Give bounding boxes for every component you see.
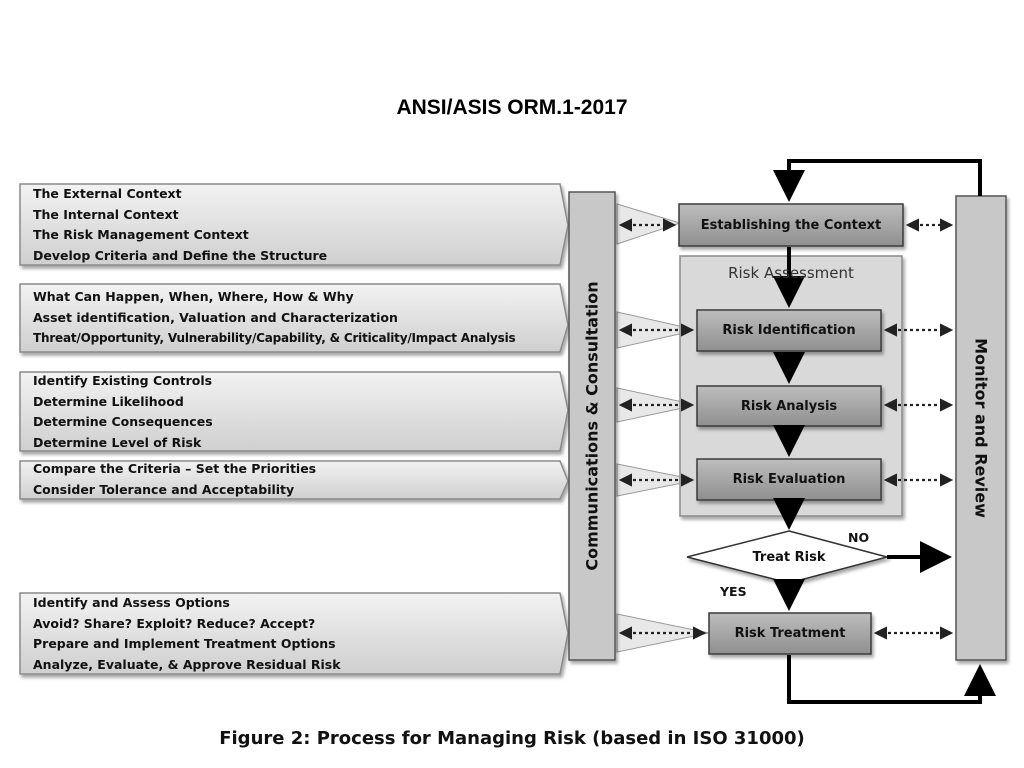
context-line: Compare the Criteria – Set the Prioritie… (33, 461, 317, 476)
risk-identification-box (696, 309, 882, 352)
risk-identification-label: Risk Identification (722, 323, 856, 338)
context-group-2: What Can Happen, When, Where, How & Why … (33, 287, 516, 349)
context-shape-2 (19, 283, 569, 353)
context-group-1: The External Context The Internal Contex… (33, 184, 327, 266)
context-line: Identify and Assess Options (33, 595, 230, 610)
risk-treatment-box (708, 612, 872, 655)
monitor-bar (955, 195, 1007, 661)
establishing-context-label: Establishing the Context (700, 217, 882, 233)
decision-yes-label: YES (720, 584, 747, 599)
risk-analysis-label: Risk Analysis (740, 398, 838, 414)
context-group-3: Identify Existing Controls Determine Lik… (33, 371, 213, 453)
context-line: Consider Tolerance and Acceptability (33, 481, 295, 497)
dotted-links (618, 218, 954, 640)
context-line: Asset identification, Valuation and Char… (33, 309, 398, 325)
treat-risk-label: Treat Risk (752, 549, 826, 565)
flow-arrows (773, 159, 996, 704)
risk-treatment-label: Risk Treatment (734, 626, 846, 641)
context-shape-1 (19, 183, 569, 266)
context-line: Determine Likelihood (33, 393, 184, 409)
communications-label: Communications & Consultation (582, 281, 602, 571)
context-line: Determine Consequences (33, 414, 213, 429)
context-line: Analyze, Evaluate, & Approve Residual Ri… (33, 656, 341, 672)
risk-analysis-box (696, 385, 882, 427)
context-shape-5 (19, 592, 569, 675)
context-line: The External Context (33, 186, 182, 201)
context-line: The Risk Management Context (33, 227, 249, 242)
context-line: Identify Existing Controls (33, 373, 213, 388)
context-line: What Can Happen, When, Where, How & Why (33, 289, 354, 304)
risk-evaluation-label: Risk Evaluation (732, 472, 846, 487)
monitor-label: Monitor and Review (971, 338, 991, 518)
context-line: Determine Level of Risk (33, 434, 202, 450)
context-line: Prepare and Implement Treatment Options (33, 636, 336, 651)
context-shape-3 (19, 371, 569, 452)
risk-assessment-label: Risk Assessment (728, 264, 854, 282)
establishing-context-box (678, 203, 904, 247)
diagram-title: ANSI/ASIS ORM.1-2017 (396, 96, 628, 119)
communications-bar (568, 191, 616, 661)
context-line: Avoid? Share? Exploit? Reduce? Accept? (33, 615, 316, 631)
context-shapes (19, 183, 569, 675)
context-group-4: Compare the Criteria – Set the Prioritie… (33, 459, 316, 500)
decision-no-label: NO (848, 530, 870, 545)
context-line: Develop Criteria and Define the Structur… (33, 247, 328, 263)
figure-caption: Figure 2: Process for Managing Risk (bas… (219, 728, 805, 749)
context-line: The Internal Context (33, 206, 179, 222)
risk-evaluation-box (696, 458, 882, 501)
context-shape-4 (19, 460, 569, 500)
context-group-5: Identify and Assess Options Avoid? Share… (33, 593, 341, 675)
context-line: Threat/Opportunity, Vulnerability/Capabi… (33, 331, 516, 345)
